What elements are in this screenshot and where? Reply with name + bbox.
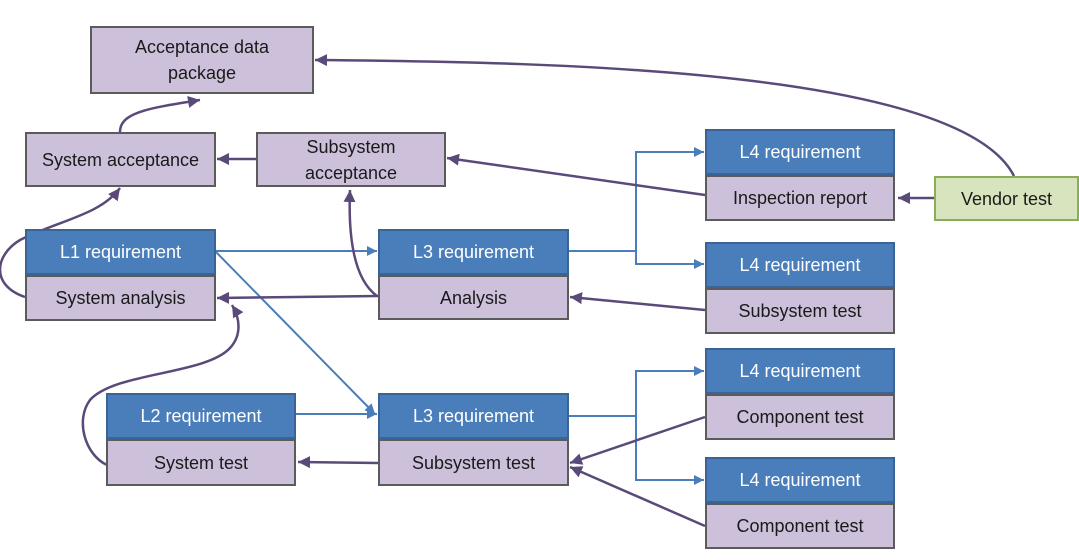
inspection-to-subsystem-acceptance-connector xyxy=(446,153,706,197)
system-acceptance-box: System acceptance xyxy=(25,132,216,187)
component-test-b-to-subsystem-test-connector xyxy=(569,465,706,528)
system-analysis-label: System analysis xyxy=(55,288,186,308)
l4-requirement-c-box: L4 requirement xyxy=(705,348,895,394)
system-test-label: System test xyxy=(153,452,249,473)
acceptance-data-package-box: Acceptance data package xyxy=(90,26,314,94)
l3-requirement-b-box: L3 requirement xyxy=(378,393,569,439)
l3a-to-l4a-connector xyxy=(568,147,704,252)
analysis-to-subsystem-acceptance-connector xyxy=(343,189,378,298)
l1-requirement-box: L1 requirement xyxy=(25,229,216,275)
vendor-to-package-connector xyxy=(314,54,1016,177)
l4-requirement-c-label: L4 requirement xyxy=(739,361,861,381)
component-test-a-to-subsystem-test-connector xyxy=(569,415,706,465)
l2-requirement-box: L2 requirement xyxy=(106,393,296,439)
vendor-test-box: Vendor test xyxy=(934,176,1079,221)
l3b-to-l4c-connector xyxy=(568,366,704,417)
system-acceptance-to-package-connector xyxy=(118,95,201,133)
system-acceptance-label: System acceptance xyxy=(41,149,200,170)
analysis-label: Analysis xyxy=(439,287,508,308)
component-test-a-label: Component test xyxy=(736,407,864,427)
system-analysis-box: System analysis xyxy=(25,275,216,321)
l4-requirement-d-label: L4 requirement xyxy=(739,470,861,490)
l3-requirement-a-label: L3 requirement xyxy=(412,242,535,262)
analysis-box: Analysis xyxy=(378,275,569,320)
component-test-b-label: Component test xyxy=(736,516,864,536)
analysis-to-system-analysis-connector xyxy=(216,291,379,304)
subsystem-test-b-box: Subsystem test xyxy=(378,439,569,486)
subsystem-acceptance-box: Subsystem acceptance xyxy=(256,132,446,187)
system-test-box: System test xyxy=(106,439,296,486)
subsystem-test-a-box: Subsystem test xyxy=(705,288,895,334)
l1-requirement-label: L1 requirement xyxy=(59,242,182,262)
l2-requirement-label: L2 requirement xyxy=(140,406,262,426)
l1-to-l3b-connector xyxy=(214,250,376,415)
l3b-to-l4d-connector xyxy=(635,416,704,485)
l3-requirement-a-box: L3 requirement xyxy=(378,229,569,275)
vendor-test-label: Vendor test xyxy=(960,188,1053,209)
l4-requirement-a-box: L4 requirement xyxy=(705,129,895,175)
l4-requirement-d-box: L4 requirement xyxy=(705,457,895,503)
subsystem-test-b-to-system-test-connector xyxy=(297,456,379,469)
component-test-a-box: Component test xyxy=(705,394,895,440)
inspection-report-box: Inspection report xyxy=(705,175,895,221)
inspection-report-label: Inspection report xyxy=(732,188,868,208)
l3a-to-l4b-connector xyxy=(635,251,704,269)
l3-requirement-b-label: L3 requirement xyxy=(412,406,535,426)
component-test-b-box: Component test xyxy=(705,503,895,549)
subsystem-test-b-label: Subsystem test xyxy=(411,452,536,473)
l4-requirement-b-label: L4 requirement xyxy=(739,255,861,275)
subsystem-test-a-label: Subsystem test xyxy=(738,301,862,321)
l4-requirement-b-box: L4 requirement xyxy=(705,242,895,288)
subsystem-test-a-to-analysis-connector xyxy=(569,292,706,312)
l4-requirement-a-label: L4 requirement xyxy=(739,142,861,162)
acceptance-data-package-label: Acceptance data package xyxy=(134,37,270,83)
subsystem-acceptance-label: Subsystem acceptance xyxy=(304,136,398,183)
system-analysis-to-system-acceptance-connector xyxy=(0,187,122,299)
system-test-to-system-analysis-connector xyxy=(81,304,244,467)
